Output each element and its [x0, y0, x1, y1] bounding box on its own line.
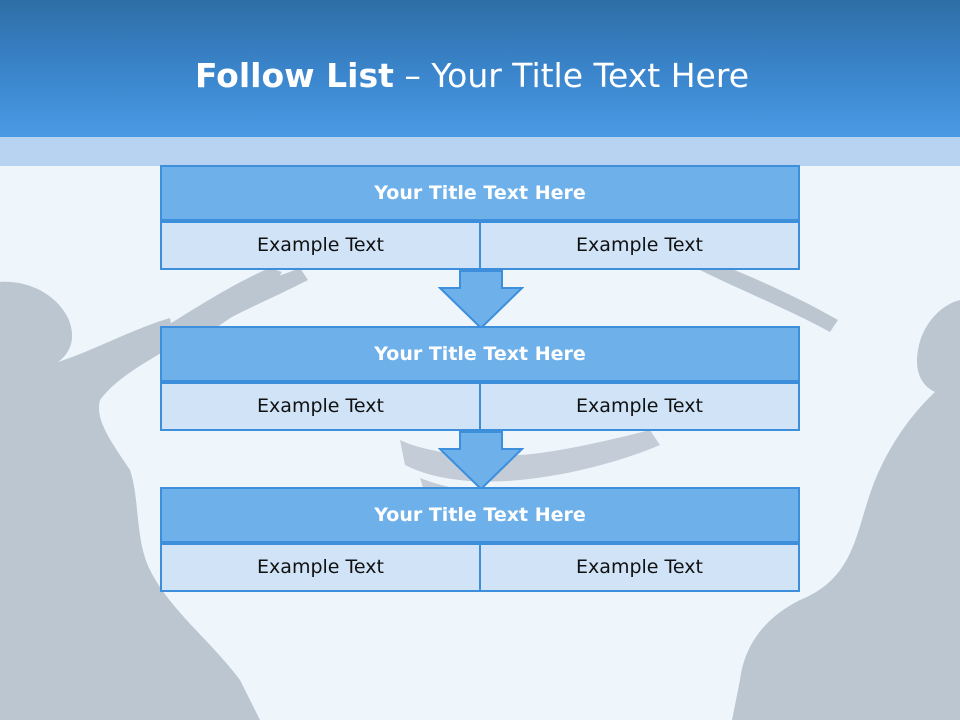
step-block-2: Your Title Text Here Example Text Exampl… [160, 326, 800, 432]
step-title: Your Title Text Here [160, 487, 800, 543]
header-bar [0, 0, 960, 137]
title-separator: – [393, 56, 432, 95]
slide-title: Follow List – Your Title Text Here [0, 56, 944, 96]
header-band [0, 137, 960, 166]
title-bold: Follow List [194, 56, 394, 95]
step-title: Your Title Text Here [160, 326, 800, 382]
step-cell-left: Example Text [160, 543, 481, 592]
step-cell-left: Example Text [160, 382, 481, 431]
down-arrow-icon [438, 431, 524, 491]
step-cell-right: Example Text [479, 543, 800, 592]
step-cell-left: Example Text [160, 221, 481, 270]
down-arrow-icon [438, 270, 524, 330]
step-cell-right: Example Text [479, 221, 800, 270]
step-cell-right: Example Text [479, 382, 800, 431]
title-rest: Your Title Text Here [431, 56, 750, 95]
step-title: Your Title Text Here [160, 165, 800, 221]
step-block-1: Your Title Text Here Example Text Exampl… [160, 165, 800, 271]
step-block-3: Your Title Text Here Example Text Exampl… [160, 487, 800, 593]
